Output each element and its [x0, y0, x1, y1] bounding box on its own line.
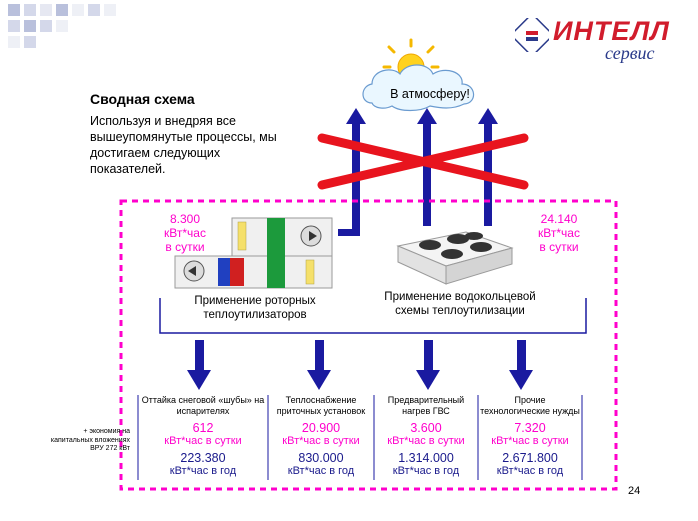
decorative-squares — [8, 4, 116, 48]
daily-unit: кВт*час в сутки — [282, 435, 360, 447]
yearly-value: 223.380 — [180, 451, 226, 465]
water-loop-caption: Применение водокольцевой схемы теплоутил… — [384, 291, 536, 317]
yearly-value: 1.314.000 — [398, 451, 454, 465]
water-saving-value: 24.140 кВт*час в сутки — [522, 212, 596, 254]
logo-text: ИНТЕЛЛ — [553, 16, 670, 46]
daily-value: 3.600 — [410, 421, 442, 435]
daily-unit: кВт*час в сутки — [164, 435, 242, 447]
pink-dashed-frame — [119, 199, 618, 491]
slide-title: Сводная схема — [90, 91, 195, 107]
company-logo: ИНТЕЛЛ сервис — [515, 14, 680, 72]
yearly-unit: кВт*час в год — [392, 465, 460, 477]
atmosphere-label: В атмосферу! — [390, 87, 470, 101]
yearly-unit: кВт*час в год — [169, 465, 237, 477]
water-value: 24.140 — [540, 212, 578, 226]
column-dhw-preheat: Предварительный нагрев ГВС 3.600 кВт*час… — [376, 395, 476, 478]
yearly-unit: кВт*час в год — [496, 465, 564, 477]
column-label: Оттайка снеговой «шубы» на испарителях — [141, 395, 265, 416]
daily-unit: кВт*час в сутки — [491, 435, 569, 447]
column-label: Предварительный нагрев ГВС — [387, 395, 465, 416]
column-label: Прочие технологические нужды — [480, 395, 580, 416]
rotor-period: в сутки — [165, 240, 205, 254]
rotor-unit: кВт*час — [164, 226, 206, 240]
daily-value: 612 — [192, 421, 214, 435]
rotor-saving-value: 8.300 кВт*час в сутки — [150, 212, 220, 254]
dry-cooler-illustration — [396, 231, 514, 285]
yearly-unit: кВт*час в год — [287, 465, 355, 477]
water-period: в сутки — [539, 240, 579, 254]
daily-unit: кВт*час в сутки — [387, 435, 465, 447]
column-other-needs: Прочие технологические нужды 7.320 кВт*ч… — [480, 395, 580, 478]
column-defrost: Оттайка снеговой «шубы» на испарителях 6… — [140, 395, 266, 478]
column-label: Теплоснабжение приточных установок — [276, 395, 366, 416]
cross-out-icon — [317, 133, 529, 190]
yearly-value: 2.671.800 — [502, 451, 558, 465]
rotor-caption: Применение роторных теплоутилизаторов — [194, 295, 316, 321]
rotor-value: 8.300 — [169, 212, 201, 226]
cloud-icon — [362, 64, 475, 112]
page-number: 24 — [628, 485, 641, 497]
daily-value: 20.900 — [301, 421, 341, 435]
yearly-value: 830.000 — [298, 451, 344, 465]
logo-emblem-icon — [515, 18, 549, 52]
rotor-unit-illustration — [174, 217, 333, 289]
daily-value: 7.320 — [514, 421, 546, 435]
intro-text: Используя и внедряя все вышеупомянутые п… — [90, 114, 277, 176]
column-supply-heating: Теплоснабжение приточных установок 20.90… — [270, 395, 372, 478]
capital-savings-note: + экономия на капитальных вложениях ВРУ … — [50, 428, 130, 452]
water-unit: кВт*час — [538, 226, 580, 240]
logo-subtext: сервис — [605, 43, 655, 63]
